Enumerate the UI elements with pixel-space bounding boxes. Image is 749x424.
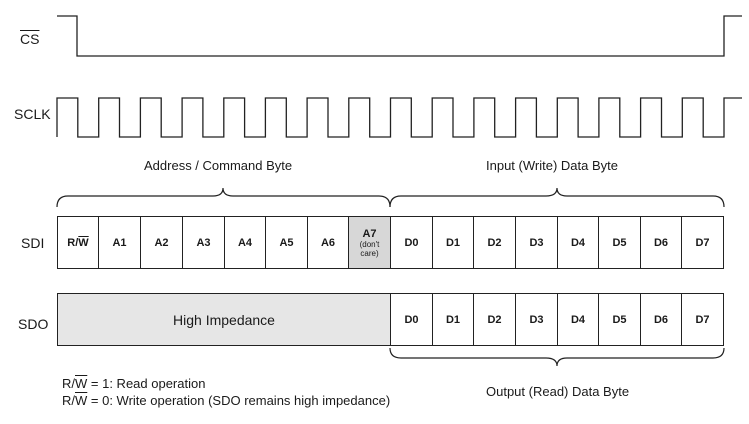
sdi-cell-a7: A7 (don't care) bbox=[348, 216, 391, 269]
sdi-cell-d7: D7 bbox=[681, 216, 724, 269]
sdi-cell-a7-note-2: care) bbox=[360, 248, 379, 258]
input-write-header: Input (Write) Data Byte bbox=[486, 158, 618, 173]
sdi-cell-d5: D5 bbox=[598, 216, 641, 269]
sdi-label: SDI bbox=[21, 235, 45, 251]
sdi-cell-rw-label: R/W bbox=[67, 236, 89, 249]
sdo-cell-d6: D6 bbox=[640, 293, 682, 346]
sdi-cell-d3: D3 bbox=[515, 216, 558, 269]
sdi-cell-a2: A2 bbox=[140, 216, 183, 269]
address-command-header: Address / Command Byte bbox=[144, 158, 293, 173]
sdi-cell-a4: A4 bbox=[224, 216, 266, 269]
cs-waveform bbox=[57, 15, 742, 57]
cs-label-text: CS bbox=[20, 31, 40, 47]
sdi-cell-a5: A5 bbox=[265, 216, 308, 269]
sdi-cell-d2: D2 bbox=[473, 216, 516, 269]
sdo-label: SDO bbox=[18, 316, 49, 332]
cs-label: CS bbox=[20, 31, 39, 47]
sdo-cell-d4: D4 bbox=[557, 293, 599, 346]
sdo-cell-d5: D5 bbox=[598, 293, 641, 346]
sclk-waveform bbox=[56, 97, 742, 138]
output-read-brace bbox=[389, 347, 725, 367]
sclk-label: SCLK bbox=[14, 106, 51, 122]
input-write-brace bbox=[389, 187, 725, 208]
address-command-brace bbox=[56, 187, 391, 208]
sdo-cell-d3: D3 bbox=[515, 293, 558, 346]
sdo-cell-d7: D7 bbox=[681, 293, 724, 346]
output-read-header: Output (Read) Data Byte bbox=[486, 384, 630, 399]
note-read-operation: R/W = 1: Read operation bbox=[62, 376, 206, 391]
note-write-operation: R/W = 0: Write operation (SDO remains hi… bbox=[62, 393, 391, 408]
sdi-cell-a1: A1 bbox=[98, 216, 141, 269]
sdo-cell-d0: D0 bbox=[390, 293, 433, 346]
sdi-cell-d4: D4 bbox=[557, 216, 599, 269]
sdo-cell-d1: D1 bbox=[432, 293, 474, 346]
sdi-cell-rw: R/W bbox=[57, 216, 99, 269]
sdo-cell-d2: D2 bbox=[473, 293, 516, 346]
sdi-cell-d6: D6 bbox=[640, 216, 682, 269]
sdi-cell-a3: A3 bbox=[182, 216, 225, 269]
sdi-cell-a6: A6 bbox=[307, 216, 349, 269]
sdo-high-impedance: High Impedance bbox=[57, 293, 391, 346]
sdi-cell-d0: D0 bbox=[390, 216, 433, 269]
sdi-cell-d1: D1 bbox=[432, 216, 474, 269]
sdi-cell-a7-note-1: (don't bbox=[359, 239, 380, 249]
